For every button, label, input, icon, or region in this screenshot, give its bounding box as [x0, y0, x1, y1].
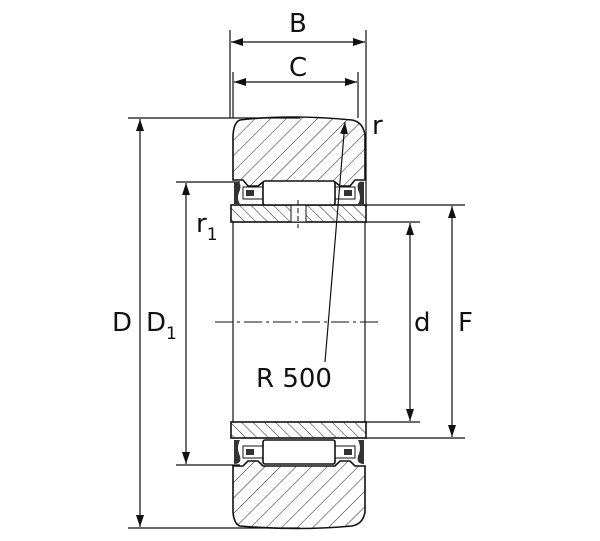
label-r: r	[372, 111, 383, 141]
label-F: F	[458, 308, 473, 338]
extension-lines	[128, 30, 465, 529]
label-D: D	[112, 308, 132, 338]
dimension-lines	[136, 38, 456, 527]
label-d: d	[414, 308, 431, 338]
label-B: B	[289, 9, 307, 39]
label-D1: D1	[146, 308, 177, 344]
label-C: C	[289, 53, 307, 83]
label-R500: R 500	[256, 364, 332, 394]
bearing-section	[215, 116, 382, 530]
label-r1: r1	[196, 209, 218, 245]
